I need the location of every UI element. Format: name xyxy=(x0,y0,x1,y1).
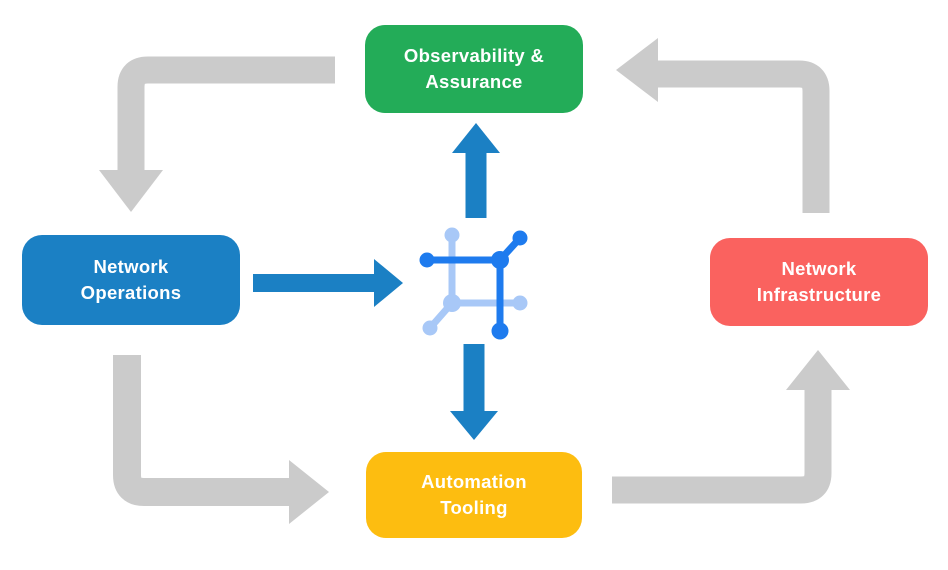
flow-arrow-operations-to-center xyxy=(253,259,403,307)
node-network-infrastructure: Network Infrastructure xyxy=(710,238,928,326)
node-label: Network Infrastructure xyxy=(756,258,882,305)
node-network-operations: Network Operations xyxy=(22,235,240,325)
node-label: Automation Tooling xyxy=(421,471,527,518)
flow-arrow-center-to-tooling xyxy=(450,344,498,440)
flow-arrow-operations-to-tooling xyxy=(113,355,329,524)
node-observability-assurance: Observability & Assurance xyxy=(365,25,583,113)
flow-arrow-center-to-observability xyxy=(452,123,500,218)
node-automation-tooling: Automation Tooling xyxy=(366,452,582,538)
node-label: Network Operations xyxy=(80,256,182,303)
flow-arrow-infrastructure-to-observability xyxy=(616,38,830,213)
node-label: Observability & Assurance xyxy=(403,45,545,92)
flow-arrow-tooling-to-infrastructure xyxy=(612,350,850,504)
flow-arrow-observability-to-operations xyxy=(99,56,335,212)
icon-dark-part xyxy=(419,230,528,340)
network-automation-icon xyxy=(419,227,528,340)
